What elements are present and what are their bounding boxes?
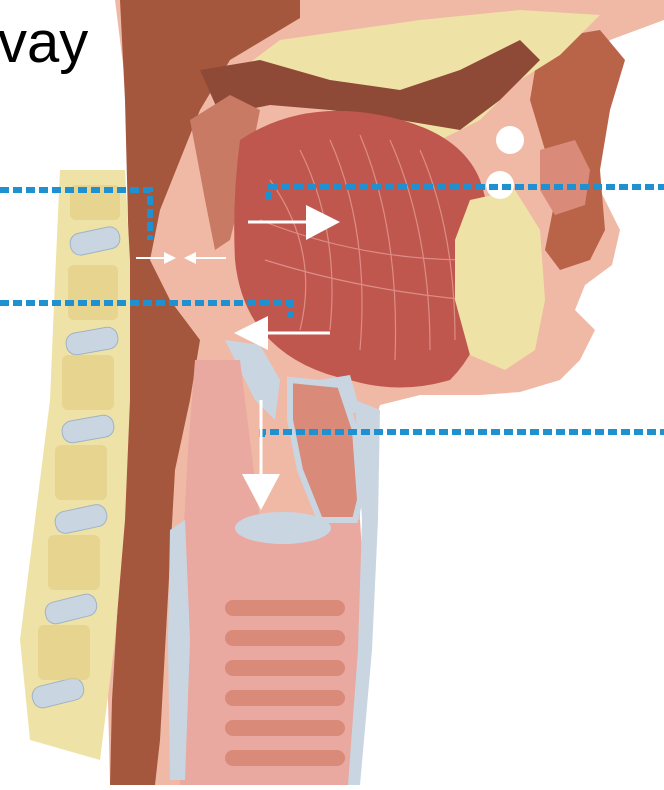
trachea <box>258 520 365 785</box>
vocal-cords <box>235 512 331 544</box>
tooth <box>496 126 524 154</box>
mandible-bone <box>455 190 545 370</box>
slide-title-fragment: vay <box>0 14 88 72</box>
